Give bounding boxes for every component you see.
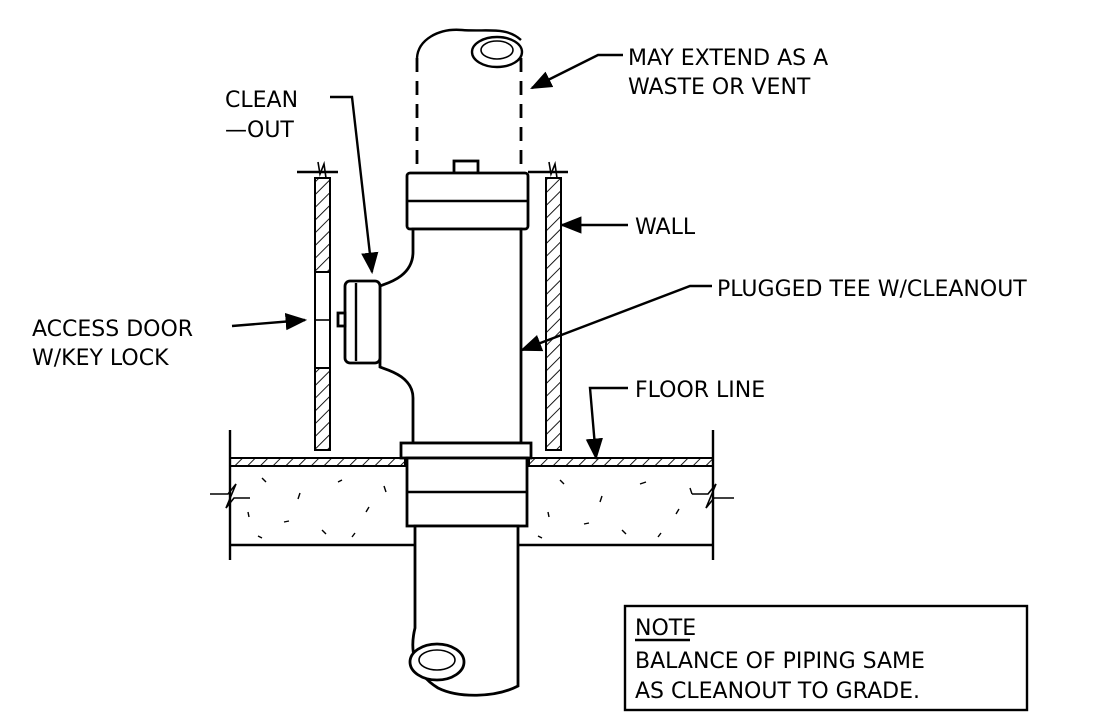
wall-label: WALL (635, 215, 696, 240)
cleanout-label-line2: —OUT (225, 118, 294, 143)
extend-label-line1: MAY EXTEND AS A (628, 46, 828, 71)
wall-right (528, 160, 568, 451)
leaders (231, 53, 712, 461)
cleanout-label-line1: CLEAN (225, 88, 298, 113)
floor-line-label: FLOOR LINE (635, 378, 765, 403)
plugged-tee-label: PLUGGED TEE W/CLEANOUT (717, 277, 1027, 302)
note-box: NOTE BALANCE OF PIPING SAME AS CLEANOUT … (623, 604, 1029, 712)
access-door-label-line2: W/KEY LOCK (32, 346, 169, 371)
note-line1: BALANCE OF PIPING SAME (635, 649, 925, 674)
wall-left (297, 160, 338, 451)
access-door-label-line1: ACCESS DOOR (32, 317, 193, 342)
pipe-assembly (336, 28, 533, 697)
note-heading: NOTE (635, 616, 696, 641)
note-line2: AS CLEANOUT TO GRADE. (635, 679, 920, 704)
extend-label-line2: WASTE OR VENT (628, 75, 811, 100)
floor-slab (210, 430, 734, 560)
concrete-texture (247, 477, 693, 539)
